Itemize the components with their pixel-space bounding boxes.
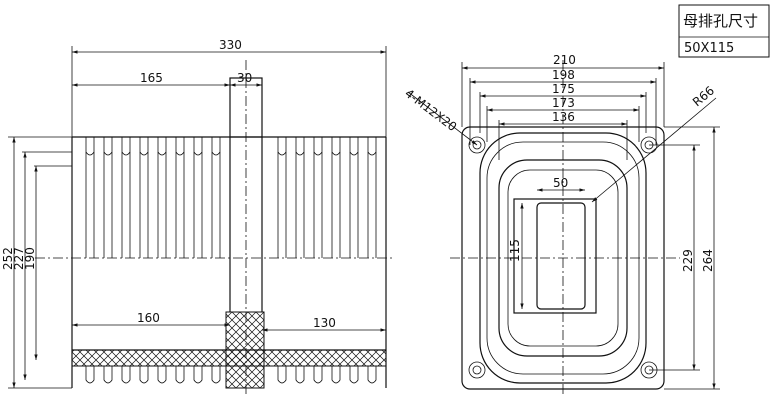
title-block: 母排孔尺寸 50X115 [678, 4, 770, 58]
lower-rib [313, 366, 323, 384]
hole-bottom-left [468, 361, 486, 379]
dim-w3: 175 [552, 82, 575, 96]
upper-rib [193, 137, 203, 156]
upper-rib [295, 137, 305, 156]
lower-rib [103, 366, 113, 384]
dim-left-part: 165 [140, 71, 163, 85]
title-heading: 母排孔尺寸 [683, 12, 758, 30]
upper-rib [121, 137, 131, 156]
upper-rib [211, 137, 221, 156]
dim-h-outer: 264 [701, 249, 715, 272]
dim-slot-h: 115 [508, 239, 522, 262]
lower-rib [193, 366, 203, 384]
lower-rib [175, 366, 185, 384]
dim-w2: 198 [552, 68, 575, 82]
dim-w1: 210 [553, 53, 576, 67]
upper-rib [367, 137, 377, 156]
dim-holes: 4-M12X20 [402, 86, 459, 134]
lower-rib [277, 366, 287, 384]
lower-rib [349, 366, 359, 384]
dim-flange: 30 [237, 71, 252, 85]
dim-overall-length: 330 [219, 38, 242, 52]
dim-w4: 173 [552, 96, 575, 110]
lower-rib [211, 366, 221, 384]
lower-rib [367, 366, 377, 384]
dim-h2: 227 [12, 247, 26, 270]
hole-top-left [468, 136, 486, 154]
upper-rib [85, 137, 95, 156]
upper-rib [313, 137, 323, 156]
lower-rib [121, 366, 131, 384]
title-value: 50X115 [684, 41, 734, 56]
lower-ribs [85, 366, 377, 384]
hatched-flange-section [225, 311, 265, 389]
dim-radius: R66 [690, 83, 717, 109]
dim-w5: 136 [552, 110, 575, 124]
upper-ribs [85, 137, 377, 258]
lower-rib [157, 366, 167, 384]
upper-rib [175, 137, 185, 156]
upper-rib [157, 137, 167, 156]
lower-rib [331, 366, 341, 384]
lower-rib [85, 366, 95, 384]
dim-h-inner: 229 [681, 249, 695, 272]
upper-rib [103, 137, 113, 156]
lower-rib [139, 366, 149, 384]
dim-h1: 252 [1, 247, 15, 270]
side-view: 330 165 30 160 130 252 227 190 [1, 38, 392, 395]
top-view: 210 198 175 173 136 50 115 229 264 [402, 53, 720, 395]
dim-bottom-right: 130 [313, 316, 336, 330]
upper-rib [349, 137, 359, 156]
dim-h3: 190 [23, 247, 37, 270]
lower-rib [295, 366, 305, 384]
upper-rib [139, 137, 149, 156]
upper-rib [277, 137, 287, 156]
upper-rib [331, 137, 341, 156]
dim-slot-w: 50 [553, 176, 568, 190]
dim-bottom-left: 160 [137, 311, 160, 325]
